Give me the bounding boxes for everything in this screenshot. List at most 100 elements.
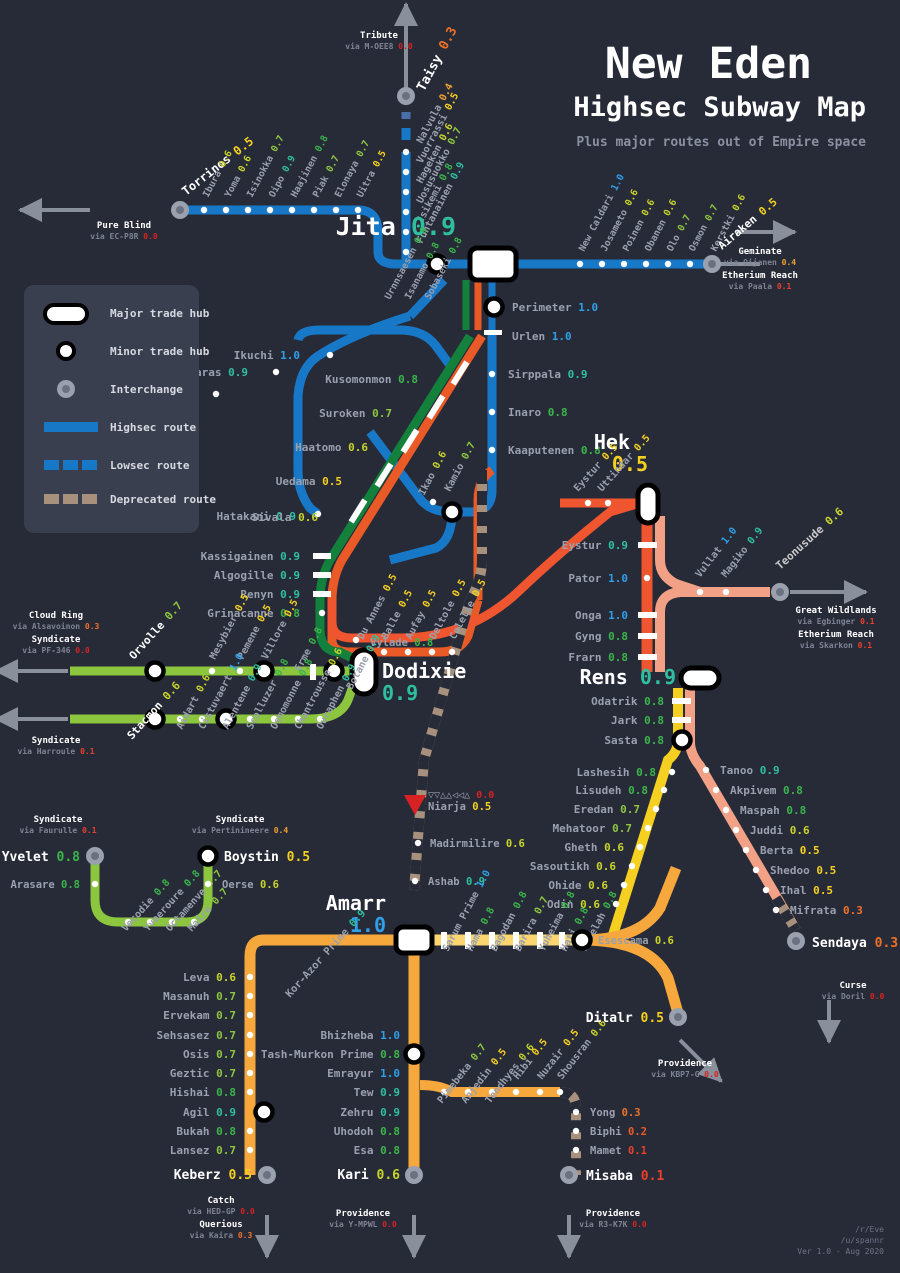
exit-via-12: via R3-K7K 0.0 bbox=[579, 1219, 647, 1229]
minor-hub-sasta[interactable] bbox=[671, 729, 693, 751]
station-dot bbox=[404, 648, 412, 656]
station-agil: Agil 0.9 bbox=[183, 1106, 236, 1119]
station-label: Masanuh 0.7 bbox=[163, 990, 236, 1003]
station-dot bbox=[464, 1088, 472, 1096]
minor-hub-orvolle[interactable] bbox=[144, 660, 166, 682]
station-dot bbox=[512, 1088, 520, 1096]
hub-label-hek: Hek bbox=[594, 430, 630, 454]
station-dot bbox=[652, 805, 660, 813]
interchange-teonusude[interactable] bbox=[771, 583, 789, 601]
station-label: Onga 1.0 bbox=[575, 609, 628, 622]
station-kaaputenen: Kaaputenen 0.8 bbox=[508, 444, 601, 457]
interchange-torrinos[interactable] bbox=[171, 201, 189, 219]
station-ohide: Ohide 0.6 bbox=[548, 879, 608, 892]
station-dot bbox=[246, 715, 254, 723]
station-dot bbox=[288, 206, 296, 214]
station-esescama: Esescama 0.6 bbox=[598, 935, 674, 947]
station--: ▽▽△△◁◁△ 0.0 bbox=[428, 790, 494, 801]
hub-label-dodixie: Dodixie bbox=[382, 659, 466, 683]
station-label: Esescama 0.6 bbox=[598, 935, 674, 947]
station-dot bbox=[246, 973, 254, 981]
station-label: Arasare 0.8 bbox=[10, 879, 80, 891]
station-label: Tash-Murkon Prime 0.8 bbox=[261, 1048, 400, 1061]
exit-via-4: via Harroule 0.1 bbox=[17, 746, 94, 756]
minor-hub-esescama[interactable] bbox=[571, 929, 593, 951]
legend: Major trade hub Minor trade hub Intercha… bbox=[24, 285, 216, 533]
station-dot bbox=[246, 992, 254, 1000]
major-hub-rens[interactable] bbox=[678, 665, 722, 691]
minor-hub-stacmon[interactable] bbox=[144, 708, 166, 730]
major-hub-icon bbox=[43, 303, 89, 325]
station-dot bbox=[208, 667, 216, 675]
station-uedama: Uedama 0.5 bbox=[276, 475, 342, 488]
minor-hub-alentene[interactable] bbox=[215, 708, 237, 730]
station-dot bbox=[598, 260, 606, 268]
dash-niarja bbox=[409, 470, 487, 891]
station-label: Bhizheba 1.0 bbox=[321, 1029, 400, 1042]
interchange-ditalr[interactable] bbox=[669, 1008, 687, 1026]
major-hub-jita[interactable] bbox=[467, 245, 519, 283]
station-suroken: Suroken 0.7 bbox=[319, 407, 392, 420]
interchange-taisy[interactable] bbox=[397, 87, 415, 105]
interchange-sendaya[interactable] bbox=[787, 932, 805, 950]
station-tick bbox=[489, 932, 495, 949]
station-eystur: Eystur 0.9 bbox=[562, 539, 628, 552]
minor-hub-boystin[interactable] bbox=[197, 845, 219, 867]
station-dot bbox=[91, 880, 99, 888]
hub-label-jita: Jita 0.9 bbox=[336, 212, 456, 241]
station-label: Ervekam 0.7 bbox=[163, 1009, 236, 1022]
exit-arrow-9 bbox=[678, 1038, 723, 1083]
minor-hub-villore[interactable] bbox=[253, 660, 275, 682]
minor-hub-tew[interactable] bbox=[403, 1043, 425, 1065]
station-label: Pator 1.0 bbox=[568, 572, 628, 585]
major-hub-hek[interactable] bbox=[635, 482, 661, 526]
exit-via2-3: via PF-346 0.0 bbox=[22, 645, 90, 655]
station-dot bbox=[488, 446, 496, 454]
station-label: Kassigainen 0.9 bbox=[201, 550, 300, 563]
station-boystin: Boystin 0.5 bbox=[224, 850, 310, 865]
interchange-keberz[interactable] bbox=[258, 1166, 276, 1184]
station-label: Kaaputenen 0.8 bbox=[508, 444, 601, 457]
minor-hub-agil[interactable] bbox=[253, 1101, 275, 1123]
hub-sec-dodixie: 0.9 bbox=[382, 681, 418, 705]
station-renyn: Renyn 0.9 bbox=[240, 588, 300, 601]
station-emrayur: Emrayur 1.0 bbox=[327, 1067, 400, 1080]
station-label: Uhodoh 0.8 bbox=[334, 1125, 400, 1138]
station-label: Yvelet 0.8 bbox=[2, 850, 80, 865]
station-akpivem: Akpivem 0.8 bbox=[730, 784, 803, 797]
station-dot bbox=[246, 1011, 254, 1019]
interchange-kari[interactable] bbox=[405, 1166, 423, 1184]
station-dot bbox=[272, 368, 280, 376]
station-label: Ihal 0.5 bbox=[780, 884, 833, 897]
station-tanoo: Tanoo 0.9 bbox=[720, 764, 780, 777]
station-bhizheba: Bhizheba 1.0 bbox=[321, 1029, 400, 1042]
station-vylade: Vylade 0.8 bbox=[370, 637, 433, 649]
lowsec-route-icon-b bbox=[63, 460, 78, 470]
legend-label-1: Minor trade hub bbox=[110, 345, 210, 358]
exit-via-10: via HED-GP 0.0 bbox=[187, 1206, 255, 1216]
station-dot bbox=[212, 390, 220, 398]
station-zehru: Zehru 0.9 bbox=[340, 1106, 400, 1119]
minor-hub-perimeter[interactable] bbox=[483, 296, 505, 318]
station-dot bbox=[204, 880, 212, 888]
station-label: Odatrik 0.8 bbox=[591, 695, 664, 708]
station-label: Algogille 0.9 bbox=[214, 569, 300, 582]
station-label: Suroken 0.7 bbox=[319, 407, 392, 420]
major-hub-dodixie[interactable] bbox=[349, 647, 379, 697]
line-green-diagonal bbox=[315, 333, 474, 628]
station-gyng: Gyng 0.8 bbox=[575, 630, 628, 643]
interchange-yvelet[interactable] bbox=[86, 847, 104, 865]
minor-hub-dodixie-w[interactable] bbox=[323, 660, 345, 682]
station-label: Mifrata 0.3 bbox=[790, 904, 863, 917]
station-tick bbox=[374, 462, 394, 488]
station-label: Lisudeh 0.8 bbox=[575, 784, 648, 797]
interchange-misaba[interactable] bbox=[560, 1166, 578, 1184]
station-shedoo: Shedoo 0.5 bbox=[770, 864, 836, 877]
minor-hub-sobaseki[interactable] bbox=[426, 253, 448, 275]
station-tick bbox=[513, 932, 519, 949]
station-label: Leva 0.6 bbox=[183, 971, 236, 984]
station-label: Hishai 0.8 bbox=[170, 1086, 236, 1099]
major-hub-amarr[interactable] bbox=[393, 924, 435, 956]
minor-hub-kamio[interactable] bbox=[441, 501, 463, 523]
interchange-airaken[interactable] bbox=[703, 255, 721, 273]
